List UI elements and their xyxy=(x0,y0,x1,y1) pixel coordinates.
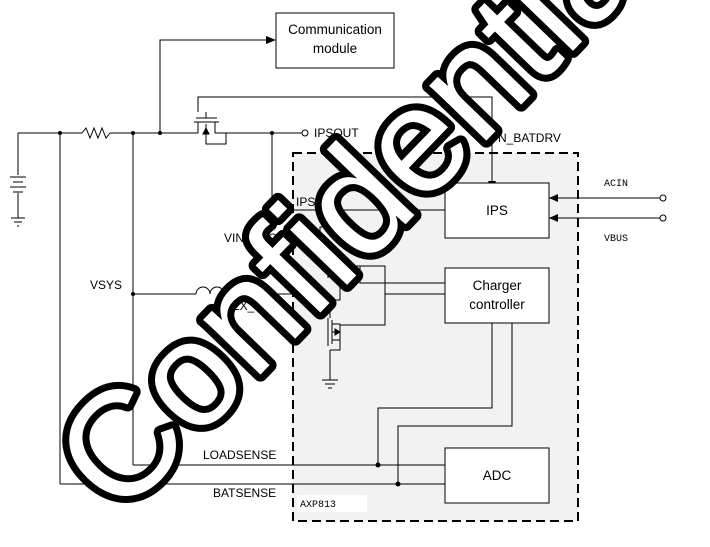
charger-fet-high-icon xyxy=(327,250,342,301)
communication-module-label-1: Communication xyxy=(288,22,382,37)
ipsout-inner-label: IPSOUT xyxy=(296,195,341,209)
ips-block xyxy=(444,182,550,239)
loadsense-label: LOADSENSE xyxy=(203,448,276,462)
ground-icon-battery xyxy=(11,217,25,227)
adc-block xyxy=(444,447,550,504)
wires xyxy=(17,39,660,485)
pmos-switch-icon xyxy=(191,112,227,145)
ground-icon-charger xyxy=(322,379,338,389)
communication-module-block xyxy=(275,12,395,69)
acin-label: ACIN xyxy=(604,179,628,190)
batsense-label: BATSENSE xyxy=(213,486,276,500)
ips-label: IPS xyxy=(486,203,508,218)
terminals xyxy=(301,129,667,222)
junction-dots xyxy=(58,131,401,487)
chip-name-label: AXP813 xyxy=(300,500,336,511)
vbus-label: VBUS xyxy=(604,234,628,245)
chip-name-tag xyxy=(297,495,367,512)
inductor-icon xyxy=(195,286,239,295)
charger-controller-block xyxy=(444,267,550,324)
charger-fet-low-icon xyxy=(327,300,341,351)
vsys-label: VSYS xyxy=(90,278,122,292)
battery-icon xyxy=(10,176,26,193)
adc-label: ADC xyxy=(483,468,512,483)
charger-controller-label-2: controller xyxy=(469,297,525,312)
lx-chg-label: LX_CHG xyxy=(233,299,281,313)
ipsout-top-label: IPSOUT xyxy=(314,126,359,140)
vin-chg-label: VIN_CHG xyxy=(224,231,277,245)
charger-controller-label-1: Charger xyxy=(473,278,522,293)
communication-module-label-2: module xyxy=(313,41,357,56)
n-batdrv-label: N_BATDRV xyxy=(498,131,561,145)
